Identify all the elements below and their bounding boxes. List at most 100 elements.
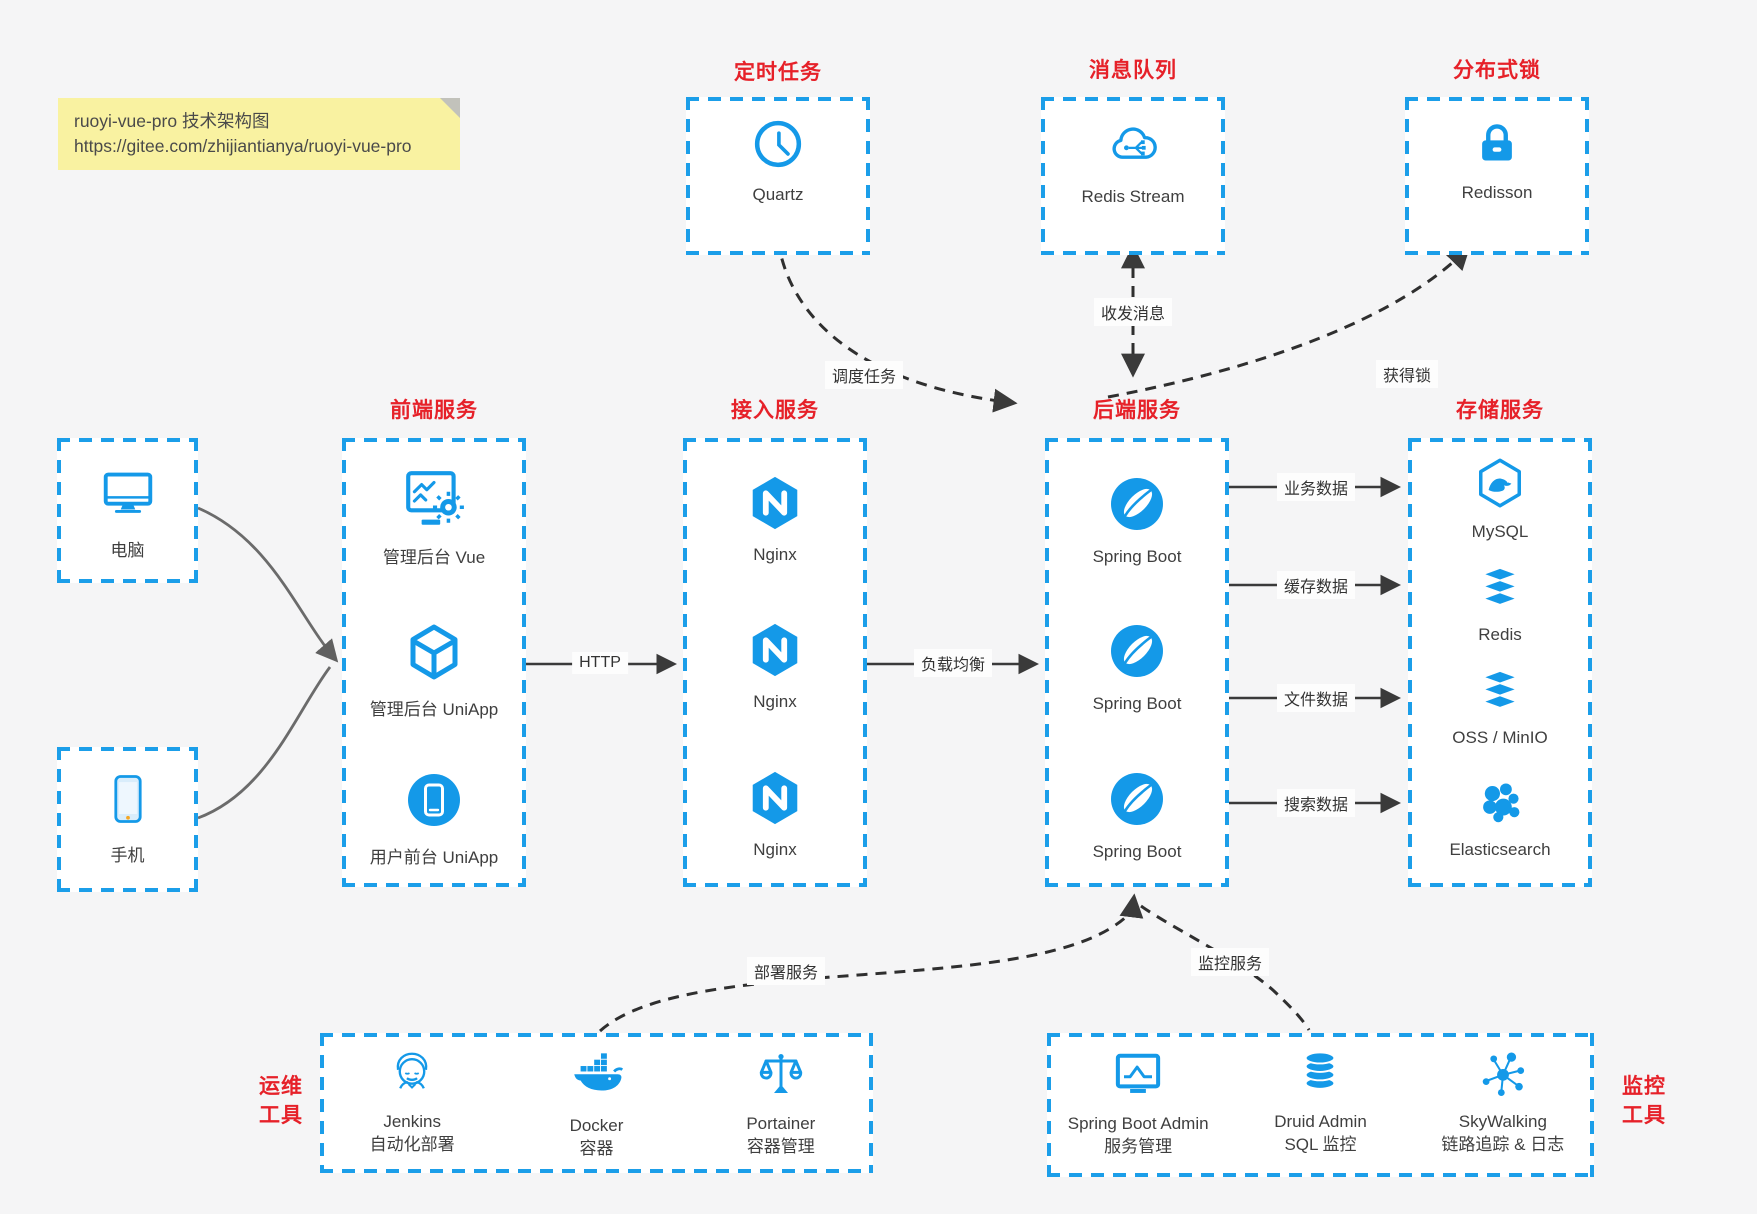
box-backend: Spring Boot Spring Boot Spring Boot: [1045, 438, 1229, 887]
elasticsearch-icon: [1473, 775, 1527, 834]
monitor-item-desc: 服务管理: [1104, 1137, 1173, 1156]
edge-label-schedule: 调度任务: [824, 361, 904, 389]
gateway-item-nginx-2: Nginx: [683, 619, 867, 712]
computer-label: 电脑: [110, 541, 145, 560]
edge-label-deploy: 部署服务: [746, 957, 826, 985]
group-title-ops: 运维 工具: [243, 1072, 319, 1130]
frontend-item-label: 用户前台 UniApp: [369, 848, 499, 867]
edge-label-monitor: 监控服务: [1190, 948, 1270, 976]
storage-item-oss: OSS / MinIO: [1408, 665, 1592, 748]
frontend-item-label: 管理后台 Vue: [382, 548, 486, 567]
nginx-icon: [744, 619, 806, 686]
storage-item-mysql: MySQL: [1408, 455, 1592, 542]
group-title-monitor-tools: 监控 工具: [1606, 1072, 1682, 1130]
storage-item-label: Elasticsearch: [1449, 840, 1551, 859]
edge-label-biz-data: 业务数据: [1276, 473, 1356, 501]
ops-title-line2: 工具: [259, 1104, 303, 1127]
ops-item-desc: 容器管理: [746, 1137, 815, 1156]
backend-item-label: Spring Boot: [1092, 694, 1182, 713]
mysql-icon: [1472, 455, 1528, 516]
edge-label-cache-data: 缓存数据: [1276, 571, 1356, 599]
storage-item-label: Redis: [1478, 625, 1522, 644]
box-gateway: Nginx Nginx Nginx: [683, 438, 867, 887]
gateway-item-label: Nginx: [753, 545, 797, 564]
edge-label-acquire-lock: 获得锁: [1375, 360, 1439, 388]
admin-vue-icon: [401, 466, 467, 537]
box-computer: 电脑: [57, 438, 198, 583]
spring-boot-icon: [1105, 767, 1169, 836]
nginx-icon: [744, 472, 806, 539]
storage-item-redis: Redis: [1408, 562, 1592, 645]
gateway-item-label: Nginx: [753, 692, 797, 711]
edge-label-search-data: 搜索数据: [1276, 789, 1356, 817]
group-title-gateway: 接入服务: [731, 399, 819, 422]
group-title-backend: 后端服务: [1093, 399, 1181, 422]
lock-item-label: Redisson: [1461, 183, 1533, 202]
box-ops-tools: Jenkins 自动化部署 Docker 容器 Portainer 容器管理: [320, 1033, 873, 1173]
backend-item-label: Spring Boot: [1092, 842, 1182, 861]
group-title-mq: 消息队列: [1089, 59, 1177, 82]
frontend-item-uniapp-user: 用户前台 UniApp: [342, 768, 526, 868]
ops-item-portainer: Portainer 容器管理: [689, 1033, 873, 1173]
box-frontend: 管理后台 Vue 管理后台 UniApp 用户前台 UniApp: [342, 438, 526, 887]
storage-item-label: OSS / MinIO: [1452, 728, 1548, 747]
skywalking-nodes-icon: [1476, 1047, 1530, 1106]
gateway-item-nginx-1: Nginx: [683, 472, 867, 565]
ops-item-desc: 自动化部署: [369, 1135, 455, 1154]
lock-icon: [1469, 115, 1525, 176]
nginx-icon: [744, 767, 806, 834]
jenkins-icon: [385, 1047, 439, 1106]
wire-computer-frontend: [197, 506, 339, 663]
note-title: ruoyi-vue-pro 技术架构图: [74, 111, 270, 131]
box-storage: MySQL Redis OSS / MinIO Elasticsearch: [1408, 438, 1592, 887]
uniapp-cube-icon: [402, 620, 466, 689]
portainer-scale-icon: [753, 1047, 809, 1108]
computer-icon: [97, 462, 159, 529]
monitor-title-line1: 监控: [1622, 1075, 1666, 1098]
ops-item-name: Docker: [569, 1116, 624, 1135]
database-icon: [1293, 1047, 1347, 1106]
box-lock: Redisson: [1405, 97, 1589, 255]
group-title-frontend: 前端服务: [390, 399, 478, 422]
box-monitor-tools: Spring Boot Admin 服务管理 Druid Admin SQL 监…: [1047, 1033, 1594, 1177]
docker-icon: [567, 1047, 625, 1110]
edge-label-file-data: 文件数据: [1276, 684, 1356, 712]
edge-label-message: 收发消息: [1093, 298, 1173, 326]
wire-deploy: [598, 893, 1144, 1033]
box-phone: 手机: [57, 747, 198, 892]
monitor-item-desc: 链路追踪 & 日志: [1441, 1135, 1565, 1154]
storage-item-label: MySQL: [1471, 522, 1529, 541]
monitor-item-druid: Druid Admin SQL 监控: [1229, 1033, 1411, 1177]
spring-boot-icon: [1105, 619, 1169, 688]
ops-item-desc: 容器: [579, 1139, 614, 1158]
ops-item-jenkins: Jenkins 自动化部署: [320, 1033, 504, 1173]
oss-stack-icon: [1474, 665, 1526, 722]
mobile-app-circle-icon: [402, 768, 466, 837]
note-fold-corner: [440, 98, 460, 118]
monitor-item-sba: Spring Boot Admin 服务管理: [1047, 1033, 1229, 1177]
frontend-item-uniapp-admin: 管理后台 UniApp: [342, 620, 526, 720]
backend-item-spring-3: Spring Boot: [1045, 767, 1229, 862]
wire-acquire-lock: [1107, 245, 1471, 399]
group-title-storage: 存储服务: [1456, 399, 1544, 422]
box-scheduler: Quartz: [686, 97, 870, 255]
spring-boot-icon: [1105, 472, 1169, 541]
phone-icon: [98, 769, 158, 834]
redis-stack-icon: [1474, 562, 1526, 619]
edge-label-load-balance: 负载均衡: [913, 649, 993, 677]
spring-boot-admin-icon: [1110, 1047, 1166, 1108]
monitor-title-line2: 工具: [1622, 1104, 1666, 1127]
monitor-item-name: SkyWalking: [1458, 1112, 1547, 1131]
ops-item-name: Jenkins: [383, 1112, 441, 1131]
monitor-item-name: Spring Boot Admin: [1067, 1114, 1209, 1133]
scheduler-item-label: Quartz: [752, 185, 804, 204]
box-mq: Redis Stream: [1041, 97, 1225, 255]
monitor-item-desc: SQL 监控: [1284, 1135, 1357, 1154]
group-title-lock: 分布式锁: [1453, 59, 1541, 82]
note-url: https://gitee.com/zhijiantianya/ruoyi-vu…: [74, 136, 412, 156]
ops-item-name: Portainer: [746, 1114, 816, 1133]
monitor-item-name: Druid Admin: [1274, 1112, 1367, 1131]
wire-phone-frontend: [197, 666, 332, 820]
wire-monitor: [1140, 904, 1311, 1031]
